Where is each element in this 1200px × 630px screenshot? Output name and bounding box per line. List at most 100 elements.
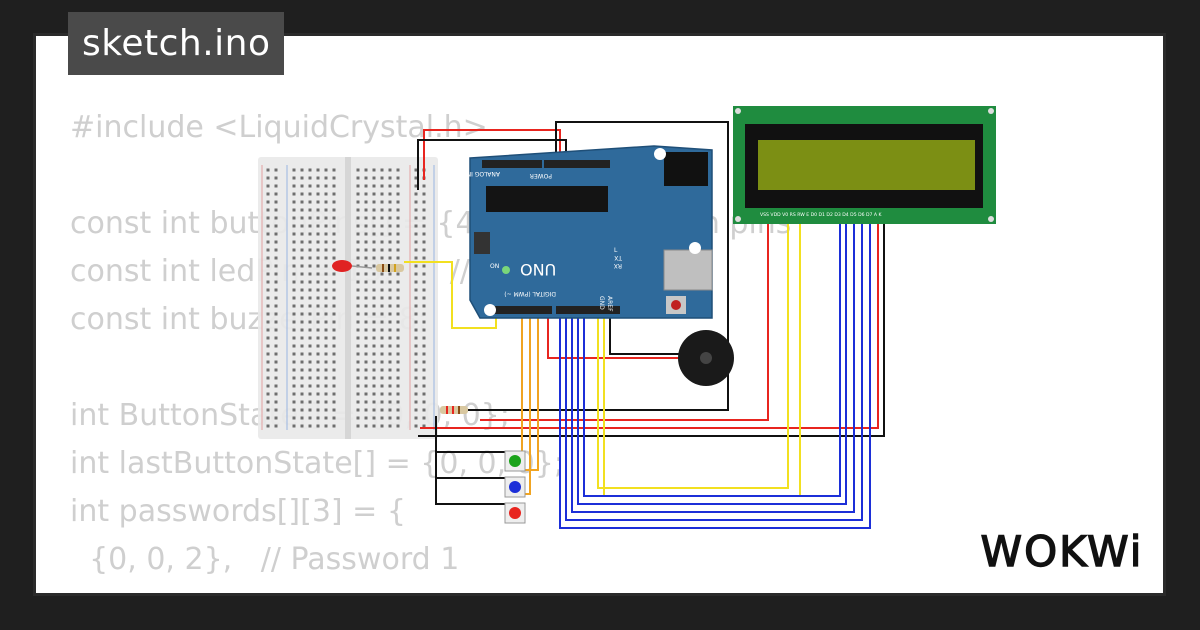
breadboard-hole	[356, 360, 360, 364]
breadboard-hole	[388, 184, 392, 188]
breadboard-hole	[356, 232, 360, 236]
breadboard-hole	[308, 368, 312, 372]
breadboard-hole	[414, 352, 418, 356]
breadboard-hole	[316, 424, 320, 428]
breadboard-hole	[380, 248, 384, 252]
breadboard-hole	[292, 328, 296, 332]
breadboard-hole	[308, 288, 312, 292]
breadboard-hole	[274, 352, 278, 356]
breadboard-hole	[364, 264, 368, 268]
arduino-uno-board[interactable]: UNO ANALOG IN POWER DIGITAL (PWM ~) AREF…	[467, 145, 713, 319]
breadboard-hole	[396, 368, 400, 372]
breadboard-hole	[324, 216, 328, 220]
breadboard-hole	[292, 216, 296, 220]
breadboard-hole	[292, 304, 296, 308]
breadboard-hole	[372, 416, 376, 420]
breadboard-hole	[316, 352, 320, 356]
breadboard-hole	[414, 424, 418, 428]
breadboard-hole	[316, 408, 320, 412]
breadboard-hole	[414, 168, 418, 172]
breadboard-hole	[266, 176, 270, 180]
breadboard-hole	[396, 312, 400, 316]
breadboard-hole	[388, 256, 392, 260]
breadboard-hole	[324, 296, 328, 300]
breadboard-hole	[380, 360, 384, 364]
code-line: int passwords[][3] = {	[70, 494, 406, 529]
breadboard-hole	[396, 360, 400, 364]
breadboard-hole	[414, 360, 418, 364]
breadboard-hole	[266, 344, 270, 348]
breadboard-hole	[266, 408, 270, 412]
rx-label: RX	[614, 262, 622, 269]
breadboard-hole	[364, 328, 368, 332]
buzzer[interactable]	[678, 330, 734, 386]
breadboard-hole	[364, 376, 368, 380]
breadboard-hole	[274, 312, 278, 316]
breadboard-hole	[372, 336, 376, 340]
breadboard-hole	[372, 240, 376, 244]
file-title-tab[interactable]: sketch.ino	[68, 12, 285, 75]
breadboard-hole	[324, 320, 328, 324]
breadboard-hole	[324, 192, 328, 196]
breadboard-hole	[332, 288, 336, 292]
board-brand-label: UNO	[520, 260, 556, 279]
breadboard-hole	[414, 216, 418, 220]
red-button[interactable]	[504, 502, 526, 524]
breadboard-hole	[380, 328, 384, 332]
breadboard-hole	[422, 400, 426, 404]
breadboard-hole	[300, 224, 304, 228]
breadboard-hole	[388, 192, 392, 196]
red-led[interactable]	[332, 260, 373, 272]
breadboard-hole	[380, 232, 384, 236]
breadboard-hole	[364, 368, 368, 372]
breadboard-hole	[388, 176, 392, 180]
breadboard-hole	[356, 256, 360, 260]
breadboard-hole	[316, 232, 320, 236]
breadboard-hole	[372, 360, 376, 364]
breadboard-hole	[372, 200, 376, 204]
breadboard-hole	[380, 176, 384, 180]
breadboard-hole	[274, 360, 278, 364]
green-button[interactable]	[504, 450, 526, 472]
breadboard-hole	[300, 272, 304, 276]
breadboard-hole	[274, 256, 278, 260]
breadboard-hole	[356, 224, 360, 228]
breadboard-hole	[380, 344, 384, 348]
breadboard-hole	[274, 424, 278, 428]
breadboard-hole	[364, 400, 368, 404]
breadboard-hole	[414, 336, 418, 340]
breadboard-hole	[396, 336, 400, 340]
breadboard-hole	[292, 296, 296, 300]
lcd-display[interactable]: VSS VDD V0 RS RW E D0 D1 D2 D3 D4 D5 D6 …	[733, 106, 996, 224]
breadboard-hole	[422, 280, 426, 284]
breadboard-hole	[380, 216, 384, 220]
breadboard-hole	[356, 344, 360, 348]
code-line: {0, 2, 2}, // Password 2	[70, 584, 791, 593]
breadboard-hole	[414, 400, 418, 404]
breadboard-hole	[316, 296, 320, 300]
breadboard-hole	[316, 328, 320, 332]
breadboard-hole	[372, 408, 376, 412]
breadboard-hole	[388, 280, 392, 284]
breadboard-hole	[316, 168, 320, 172]
breadboard-hole	[266, 392, 270, 396]
breadboard-hole	[372, 288, 376, 292]
breadboard-hole	[274, 400, 278, 404]
breadboard-hole	[332, 352, 336, 356]
breadboard-hole	[266, 280, 270, 284]
breadboard-hole	[422, 320, 426, 324]
breadboard-hole	[356, 192, 360, 196]
breadboard-hole	[414, 224, 418, 228]
breadboard-hole	[396, 176, 400, 180]
breadboard-hole	[266, 200, 270, 204]
breadboard-hole	[332, 184, 336, 188]
breadboard-hole	[380, 336, 384, 340]
blue-button[interactable]	[504, 476, 526, 498]
breadboard-hole	[422, 312, 426, 316]
breadboard-hole	[388, 400, 392, 404]
breadboard-hole	[396, 344, 400, 348]
breadboard-hole	[308, 264, 312, 268]
breadboard-hole	[364, 408, 368, 412]
breadboard-hole	[414, 392, 418, 396]
breadboard-hole	[332, 320, 336, 324]
